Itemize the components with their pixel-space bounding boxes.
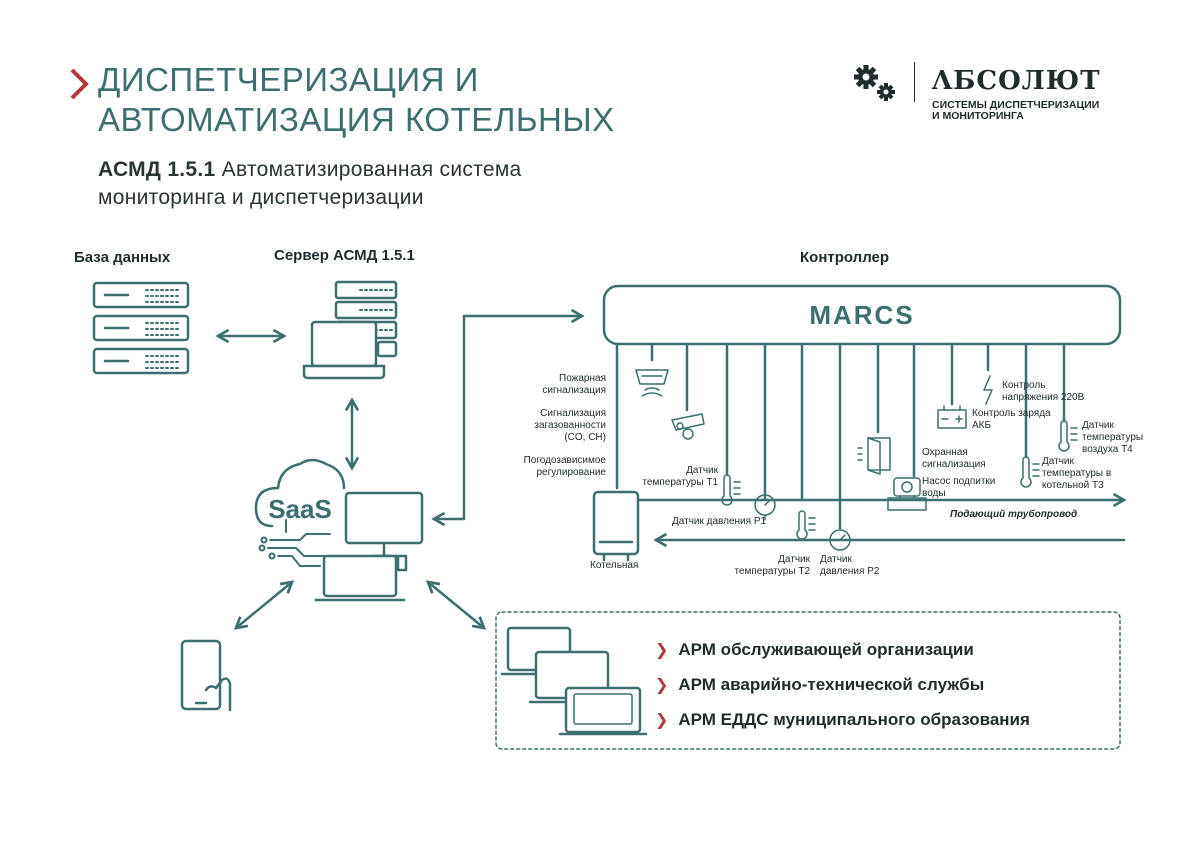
company-tagline-line2: И МОНИТОРИНГА	[932, 110, 1024, 122]
fire-alarm-icon	[635, 369, 669, 397]
subtitle-line2: мониторинга и диспетчеризации	[98, 186, 424, 209]
controller-label: Контроллер	[800, 249, 890, 266]
lightning-icon	[983, 375, 993, 405]
arm-item-label: АРМ обслуживающей организации	[678, 639, 974, 659]
asmd-server-icon	[302, 280, 398, 380]
saas-workstation-icon	[314, 491, 424, 602]
chevron-right-icon: ❯	[655, 676, 669, 694]
company-tagline-line1: СИСТЕМЫ ДИСПЕТЧЕРИЗАЦИИ	[932, 99, 1100, 111]
controller-signal-lines	[615, 342, 1066, 530]
chevron-right-icon: ❯	[655, 711, 669, 729]
arm-item-emergency-service: ❯ АРМ аварийно-технической службы	[655, 667, 1030, 702]
door-security-icon	[857, 437, 891, 475]
subtitle-text: Автоматизированная система	[215, 158, 522, 181]
chevron-right-icon: ❯	[655, 641, 669, 659]
thermometer-t3-icon	[1020, 456, 1040, 488]
company-logo: ΛБСОЛЮТ СИСТЕМЫ ДИСПЕТЧЕРИЗАЦИИ И МОНИТО…	[932, 66, 1132, 122]
cloud-phone-arrow	[233, 580, 295, 630]
page-title: ДИСПЕТЧЕРИЗАЦИЯ И АВТОМАТИЗАЦИЯ КОТЕЛЬНЫ…	[98, 60, 615, 140]
company-name: ΛБСОЛЮТ	[932, 66, 1101, 96]
thermometer-t4-icon	[1058, 420, 1078, 452]
arm-list: ❯ АРМ обслуживающей организации ❯ АРМ авар…	[655, 632, 1030, 737]
arm-workstations-icon	[500, 626, 648, 736]
supply-pipeline-label: Подающий трубопровод	[950, 509, 1078, 520]
arm-item-service-org: ❯ АРМ обслуживающей организации	[655, 632, 1030, 667]
arm-item-label: АРМ ЕДДС муниципального образования	[678, 709, 1030, 729]
page-title-line2: АВТОМАТИЗАЦИЯ КОТЕЛЬНЫХ	[98, 101, 615, 138]
subtitle-product-code: АСМД 1.5.1	[98, 158, 216, 181]
page-title-line1: ДИСПЕТЧЕРИЗАЦИЯ И	[98, 61, 479, 98]
arm-box	[495, 611, 1121, 750]
company-tagline: СИСТЕМЫ ДИСПЕТЧЕРИЗАЦИИ И МОНИТОРИНГА	[932, 100, 1132, 122]
logo-divider	[914, 62, 915, 102]
marcs-controller-box	[602, 284, 1122, 346]
page-subtitle: АСМД 1.5.1 Автоматизированная система мо…	[98, 156, 522, 212]
boiler-room-label: Котельная	[590, 560, 639, 571]
battery-icon	[937, 405, 967, 429]
cloud-controller-arrow	[431, 308, 585, 527]
title-chevron-icon	[70, 68, 89, 100]
arm-item-edds: ❯ АРМ ЕДДС муниципального образования	[655, 702, 1030, 737]
database-label: База данных	[74, 249, 171, 266]
pressure-p1-label: Датчик давления Р1	[672, 516, 767, 527]
cloud-arm-arrow	[425, 580, 487, 630]
boiler-icon	[592, 490, 640, 562]
database-server-icon	[92, 281, 190, 375]
controller-name: MARCS	[809, 299, 915, 330]
thermometer-t2-icon	[796, 510, 816, 540]
saas-cloud-icon: SaaS	[254, 458, 346, 567]
gears-logo-icon	[854, 65, 895, 101]
saas-label: SaaS	[268, 494, 332, 524]
mobile-phone-icon	[180, 639, 232, 712]
water-pump-icon	[887, 477, 927, 511]
arm-item-label: АРМ аварийно-технической службы	[678, 674, 985, 694]
server-label: Сервер АСМД 1.5.1	[274, 247, 415, 264]
gas-detector-icon	[671, 413, 705, 440]
